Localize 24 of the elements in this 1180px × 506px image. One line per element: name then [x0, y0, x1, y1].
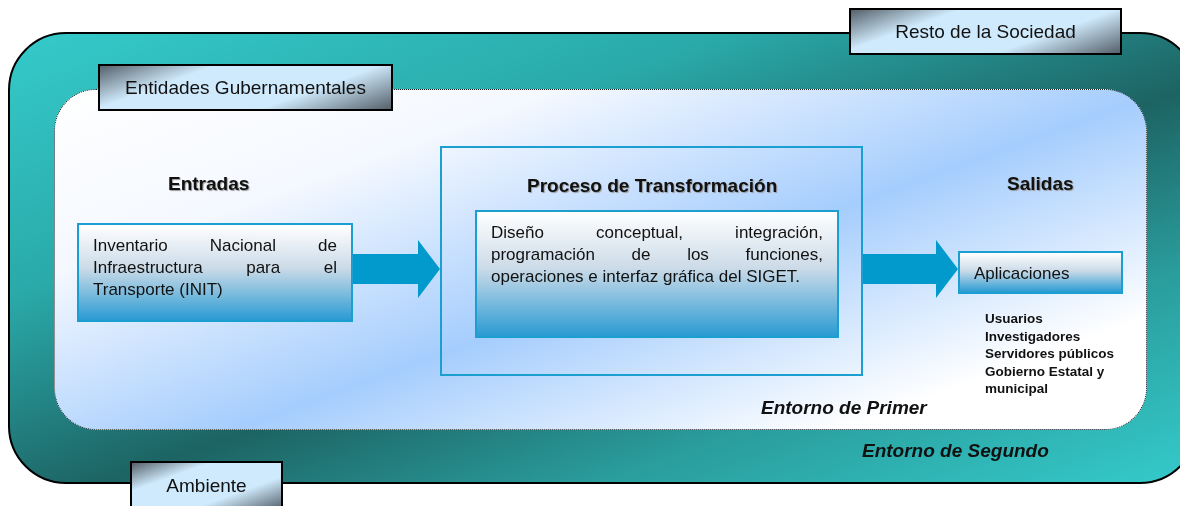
tab-label — [849, 8, 1122, 55]
environment-label: Entorno de Primer — [761, 397, 927, 419]
tab-text: Ambiente — [166, 475, 247, 497]
process-frame — [440, 146, 863, 376]
process-box — [475, 210, 839, 338]
box-text: Aplicaciones — [974, 264, 1070, 283]
tab-text: Resto de la Sociedad — [895, 20, 1076, 43]
process-box — [77, 223, 353, 322]
box-text: Inventario Nacional de Infraestructura para el Transporte (INIT) — [93, 235, 337, 302]
process-box — [958, 251, 1123, 294]
section-heading: Salidas — [1007, 173, 1074, 195]
section-heading: Entradas — [168, 173, 250, 195]
environment-label: Entorno de Segundo — [862, 440, 1049, 462]
tab-text: Entidades Gubernamentales — [125, 76, 366, 99]
block-arrow — [863, 240, 958, 298]
box-text: Diseño conceptual, integración, programación de los funciones, operaciones e interfaz gráfica del SIGET. — [491, 222, 823, 289]
tab-label — [130, 461, 283, 506]
block-arrow — [353, 240, 440, 298]
user-list-item: Investigadores — [985, 327, 1082, 346]
user-list-item: Usuarios — [985, 310, 1044, 328]
user-list-item: Servidores públicos — [985, 345, 1116, 363]
frame-heading: Proceso de Transformación — [527, 175, 778, 197]
tab-label — [98, 64, 393, 111]
user-list-item: Gobierno Estatal y municipal — [985, 362, 1106, 398]
